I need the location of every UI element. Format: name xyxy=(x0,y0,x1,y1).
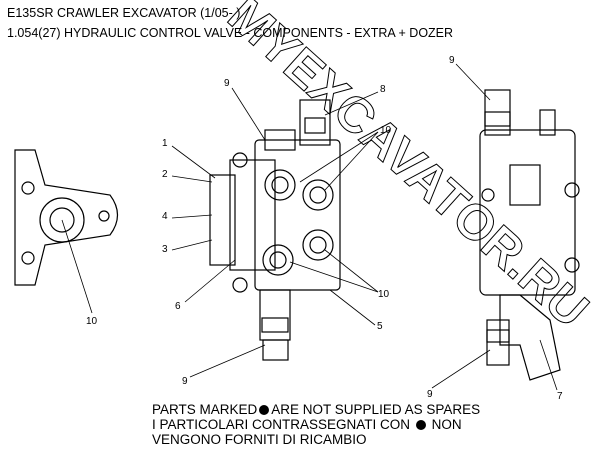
control-valve-side xyxy=(479,89,580,381)
note-text: I PARTICOLARI CONTRASSEGNATI CON xyxy=(152,417,411,432)
note-text: NON xyxy=(431,417,462,432)
bullet-icon xyxy=(415,420,426,430)
note-text: PARTS MARKED xyxy=(152,402,258,417)
callout-5: 5 xyxy=(377,321,383,332)
callout-7: 7 xyxy=(557,391,563,402)
control-valve-front xyxy=(209,99,341,361)
callout-9: 9 xyxy=(182,376,188,387)
callout-3: 3 xyxy=(162,244,168,255)
callout-10: 10 xyxy=(86,316,98,327)
diagram-title: E135SR CRAWLER EXCAVATOR (1/05- ) xyxy=(7,6,241,20)
leader-lines xyxy=(61,63,558,391)
callout-9: 9 xyxy=(449,55,455,66)
note-text: ARE NOT SUPPLIED AS SPARES xyxy=(271,402,481,417)
diagram-subtitle: 1.054(27) HYDRAULIC CONTROL VALVE - COMP… xyxy=(7,26,454,40)
callout-labels: 9 8 10 1 2 4 3 6 10 5 10 9 9 9 7 xyxy=(86,55,563,402)
callout-9: 9 xyxy=(427,389,433,400)
callout-10: 10 xyxy=(380,125,392,136)
callout-6: 6 xyxy=(175,301,181,312)
note-text: VENGONO FORNITI DI RICAMBIO xyxy=(152,432,367,447)
callout-2: 2 xyxy=(162,169,168,180)
callout-9: 9 xyxy=(224,78,230,89)
bullet-icon xyxy=(259,405,270,415)
spares-note: PARTS MARKED ARE NOT SUPPLIED AS SPARES I… xyxy=(152,402,480,447)
callout-4: 4 xyxy=(162,211,168,222)
callout-8: 8 xyxy=(380,84,386,95)
cover-plate xyxy=(14,149,119,286)
callout-1: 1 xyxy=(162,138,168,149)
callout-10: 10 xyxy=(378,289,390,300)
